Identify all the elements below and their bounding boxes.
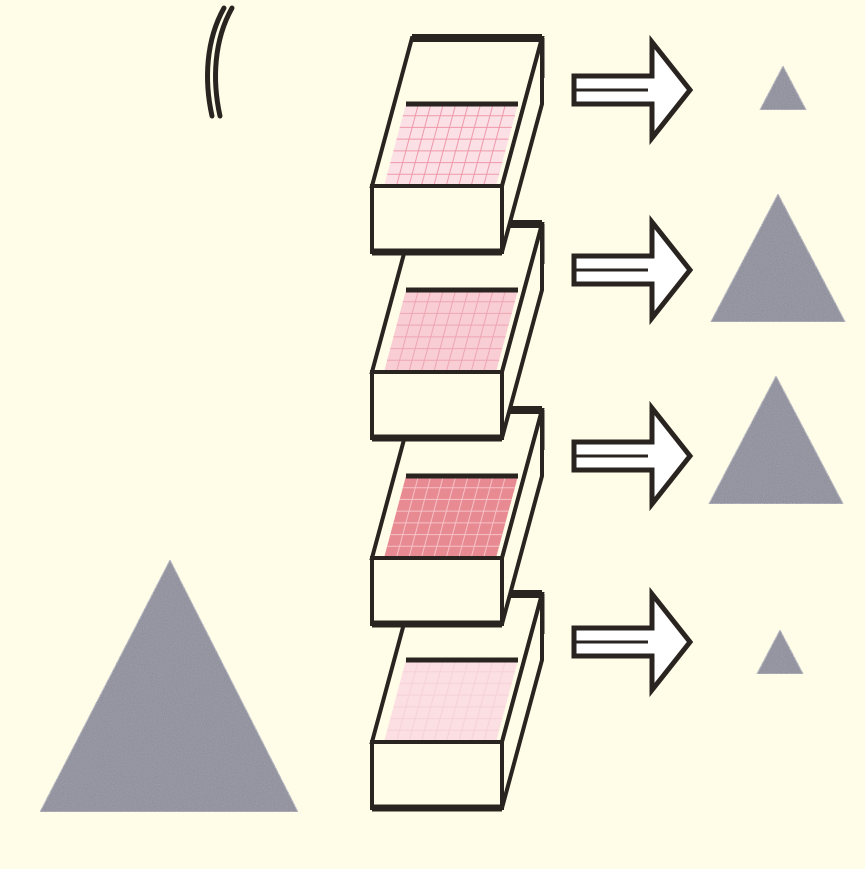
retained-fraction-icon — [757, 630, 803, 674]
sieve-front-face — [372, 186, 502, 252]
sieve-front-face — [372, 558, 502, 624]
sieve-front-face — [372, 742, 502, 808]
sieve-mesh — [384, 660, 518, 742]
retained-fraction-icon — [760, 66, 806, 110]
double-arrow-icon — [574, 594, 690, 690]
sieve-front-face — [372, 372, 502, 438]
retained-fraction-icon — [711, 194, 845, 322]
double-arrow-icon — [574, 408, 690, 504]
retained-fraction-icon — [709, 376, 843, 504]
curved-stroke-icon — [208, 8, 232, 116]
sieve-tray — [372, 38, 542, 252]
sieve-stack — [372, 38, 542, 808]
fraction-column — [709, 66, 845, 674]
sieve-mesh — [384, 104, 518, 186]
arrow-column — [574, 42, 690, 690]
sieve-mesh — [384, 290, 518, 372]
sieve-tray — [372, 224, 542, 438]
double-arrow-icon — [574, 222, 690, 318]
double-arrow-icon — [574, 42, 690, 138]
sieve-mesh — [384, 476, 518, 558]
granular-pile-icon — [40, 560, 298, 812]
